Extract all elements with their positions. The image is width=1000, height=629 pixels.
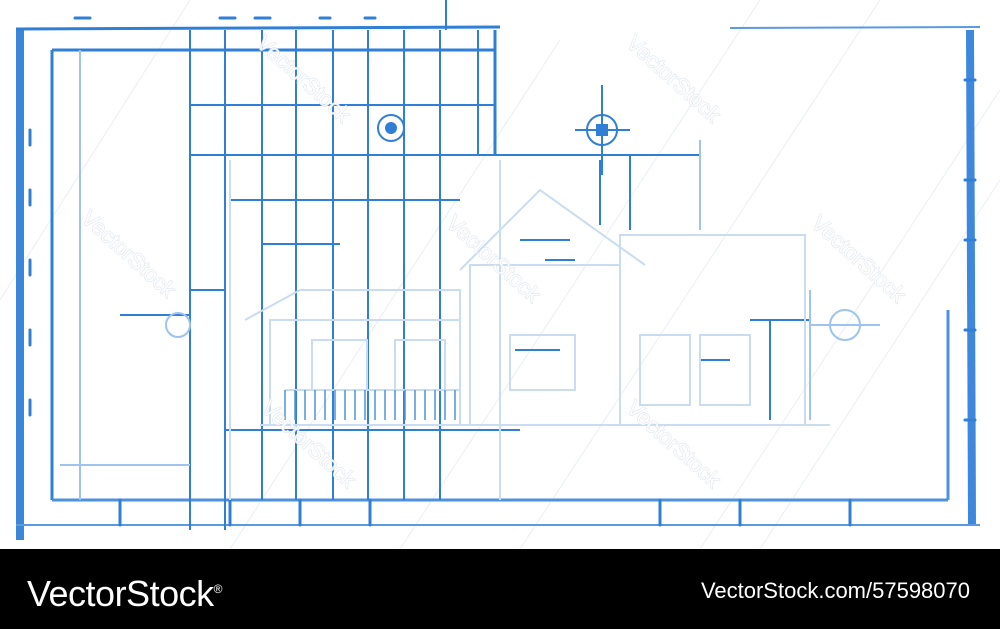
blueprint-drawing: VectorStock VectorStock VectorStock Vect…: [0, 0, 1000, 549]
section-markers: [165, 85, 880, 341]
watermark: VectorStock: [77, 205, 182, 303]
brand-logo: VectorStock®: [27, 569, 222, 614]
watermark: VectorStock: [622, 30, 727, 128]
footer-bar: VectorStock® VectorStock.com/57598070: [0, 549, 1000, 629]
brand-name: VectorStock: [27, 573, 214, 614]
blueprint-svg: VectorStock VectorStock VectorStock Vect…: [0, 0, 1000, 549]
watermark: VectorStock: [442, 210, 547, 308]
outer-frame: [15, 0, 981, 540]
floor-plan-grid: [60, 30, 811, 530]
watermark: VectorStock: [622, 395, 727, 493]
diagonal-sheen-lines: [0, 0, 1000, 549]
registered-mark: ®: [213, 582, 223, 596]
porch-railing: [284, 390, 456, 420]
watermark: VectorStock: [807, 210, 912, 308]
watermark: VectorStock: [252, 30, 357, 128]
dimension-ticks: [28, 16, 977, 527]
image-credit: VectorStock.com/57598070: [700, 578, 970, 603]
house-elevation: [229, 160, 830, 500]
